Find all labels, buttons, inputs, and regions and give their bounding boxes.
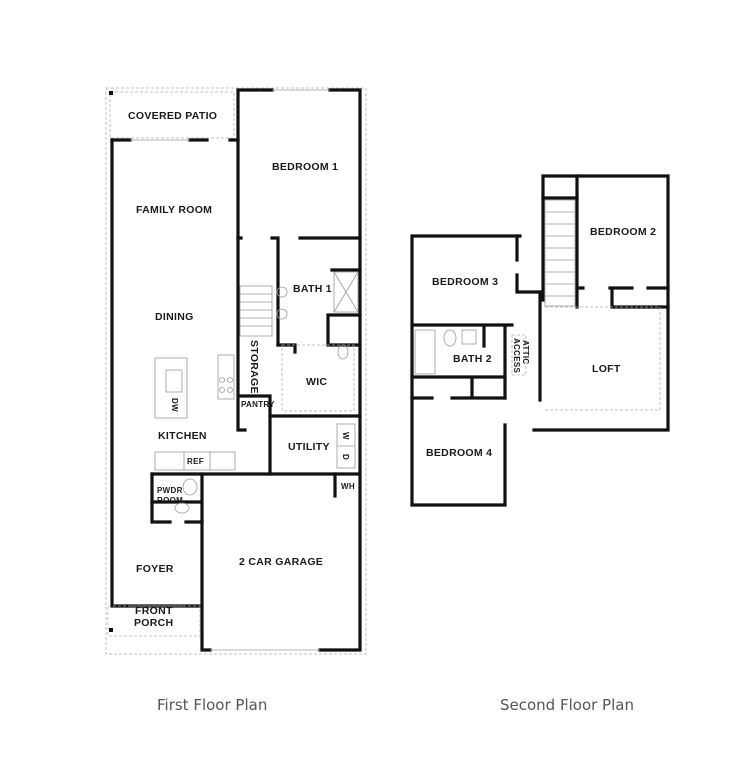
second-floor-caption: Second Floor Plan <box>500 696 634 714</box>
room-label-powder-room-line1: PWDR <box>157 486 183 495</box>
first-floor-plan <box>105 87 367 655</box>
first-floor-caption: First Floor Plan <box>157 696 268 714</box>
room-label-bath-2: BATH 2 <box>453 353 492 365</box>
room-label-pantry: PANTRY <box>241 400 275 409</box>
room-label-dining: DINING <box>155 311 194 323</box>
room-label-bedroom-3: BEDROOM 3 <box>432 276 498 288</box>
room-label-wic: WIC <box>306 376 327 388</box>
attic-access-label-line2: ACCESS <box>512 338 521 374</box>
room-label-powder-room-line2: ROOM <box>157 496 183 505</box>
room-label-bedroom-1: BEDROOM 1 <box>272 161 338 173</box>
room-label-front-porch-line1: FRONT <box>135 605 173 617</box>
room-label-kitchen: KITCHEN <box>158 430 207 442</box>
room-label-bath-1: BATH 1 <box>293 283 332 295</box>
room-label-front-porch-line2: PORCH <box>134 617 173 629</box>
stairs <box>239 285 273 337</box>
attic-access-label-line1: ATTIC <box>521 340 530 364</box>
water-heater-label: WH <box>341 482 355 491</box>
room-label-bedroom-2: BEDROOM 2 <box>590 226 656 238</box>
room-label-foyer: FOYER <box>136 563 174 575</box>
room-label-covered-patio: COVERED PATIO <box>128 110 217 122</box>
room-label-loft: LOFT <box>592 363 621 375</box>
room-label-utility: UTILITY <box>288 441 330 453</box>
stairs-second-floor <box>544 199 576 307</box>
room-label-garage: 2 CAR GARAGE <box>239 556 323 568</box>
second-floor-plan <box>410 174 670 507</box>
room-label-bedroom-4: BEDROOM 4 <box>426 447 492 459</box>
refrigerator-label: REF <box>187 457 204 466</box>
room-label-family-room: FAMILY ROOM <box>136 204 212 216</box>
washer-label: W <box>341 432 350 440</box>
dryer-label: D <box>341 454 350 460</box>
room-label-storage: STORAGE <box>248 340 260 394</box>
dishwasher-label: DW <box>170 398 179 412</box>
